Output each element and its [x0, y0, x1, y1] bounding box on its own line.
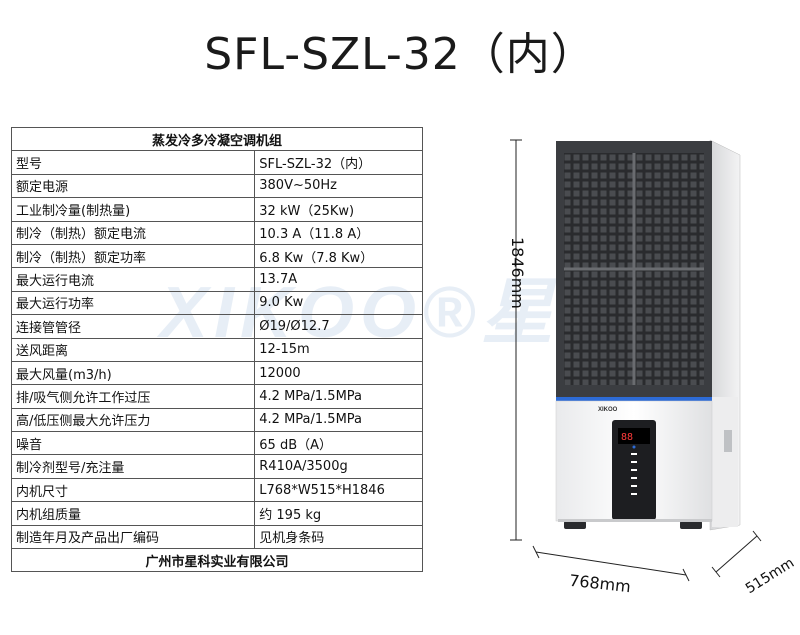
table-header: 蒸发冷多冷凝空调机组	[11, 126, 423, 152]
spec-value: SFL-SZL-32（内）	[254, 150, 423, 175]
table-row: 工业制冷量(制热量)32 kW（25Kw)	[10, 197, 423, 222]
spec-label: 排/吸气侧允许工作过压	[10, 384, 256, 409]
spec-label: 工业制冷量(制热量)	[10, 197, 256, 222]
spec-value: 6.8 Kw（7.8 Kw）	[254, 243, 423, 269]
svg-text:88: 88	[621, 432, 633, 443]
spec-value: 380V~50Hz	[254, 173, 423, 199]
spec-value: 10.3 A（11.8 A）	[254, 220, 423, 245]
table-header-row: 蒸发冷多冷凝空调机组	[11, 126, 423, 152]
spec-label: 制冷（制热）额定功率	[10, 243, 256, 269]
spec-value: 13.7A	[254, 267, 423, 292]
spec-value: 4.2 MPa/1.5MPa	[254, 384, 423, 409]
spec-label: 内机尺寸	[10, 477, 256, 503]
spec-value: R410A/3500g	[254, 454, 423, 479]
spec-value: Ø19/Ø12.7	[254, 314, 423, 339]
spec-value: 12-15m	[254, 337, 423, 362]
spec-label: 高/低压侧最大允许压力	[10, 407, 256, 433]
spec-label: 最大运行电流	[10, 267, 256, 292]
spec-value: 4.2 MPa/1.5MPa	[254, 407, 423, 433]
product-brand-label: XIKOO	[598, 407, 618, 413]
spec-value: 65 dB（A）	[254, 431, 423, 456]
page-title: SFL-SZL-32（内）	[204, 29, 596, 80]
spec-value: 9.0 Kw	[254, 290, 423, 316]
spec-label: 噪音	[10, 431, 256, 456]
spec-value: L768*W515*H1846	[254, 477, 423, 503]
table-footer-row: 广州市星科实业有限公司	[11, 548, 423, 573]
table-row: 最大风量(m3/h)12000	[10, 360, 423, 386]
spec-label: 制冷剂型号/充注量	[10, 454, 256, 479]
spec-label: 最大风量(m3/h)	[10, 360, 256, 386]
spec-label: 最大运行功率	[10, 290, 256, 316]
spec-value: 32 kW（25Kw)	[254, 197, 423, 222]
company-name: 广州市星科实业有限公司	[11, 548, 423, 573]
air-conditioner-unit-image: XIKOO 88	[555, 139, 741, 531]
spec-label: 送风距离	[10, 337, 256, 362]
spec-value: 见机身条码	[254, 524, 423, 550]
spec-value: 12000	[254, 360, 423, 386]
table-row: 内机组质量约 195 kg	[10, 501, 423, 526]
spec-label: 制冷（制热）额定电流	[10, 220, 256, 245]
spec-label: 内机组质量	[10, 501, 256, 526]
spec-label: 连接管管径	[10, 314, 256, 339]
